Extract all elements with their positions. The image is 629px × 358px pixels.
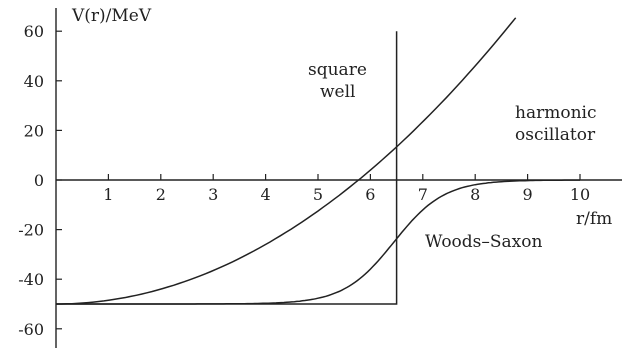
x-tick-label: 6 [365, 185, 375, 204]
x-tick-label: 5 [313, 185, 323, 204]
x-tick-label: 2 [156, 185, 166, 204]
x-tick-label: 4 [261, 185, 271, 204]
x-tick-label: 9 [523, 185, 533, 204]
ticks: 1 2 3 4 5 6 7 8 9 10 -60 -40 -20 0 20 40 60 [18, 22, 590, 339]
y-tick-label: 0 [34, 171, 44, 190]
harmonic-oscillator-curve [56, 17, 517, 305]
x-axis-title: r/fm [576, 209, 612, 229]
axes [55, 8, 622, 348]
y-tick-label: -20 [18, 221, 44, 240]
y-tick-label: 40 [24, 72, 44, 91]
curves [56, 17, 580, 305]
x-tick-label: 10 [570, 185, 590, 204]
y-tick-label: -60 [18, 320, 44, 339]
x-tick-label: 7 [418, 185, 428, 204]
x-tick-label: 1 [103, 185, 113, 204]
y-tick-label: 20 [24, 121, 44, 140]
woods-saxon-curve [56, 179, 580, 305]
x-tick-label: 3 [208, 185, 218, 204]
y-tick-label: -40 [18, 270, 44, 289]
x-tick-label: 8 [470, 185, 480, 204]
label-woods-saxon: Woods–Saxon [425, 232, 542, 252]
y-tick-label: 60 [24, 22, 44, 41]
y-axis-title: V(r)/MeV [71, 6, 152, 26]
